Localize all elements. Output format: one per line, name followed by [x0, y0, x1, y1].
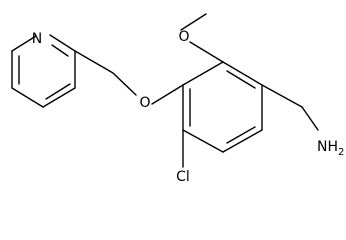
bond: [189, 41, 224, 63]
bond: [301, 106, 319, 131]
chlorine-label: Cl: [176, 169, 190, 185]
bond: [182, 61, 224, 86]
methoxy-oxygen-label: O: [178, 29, 189, 45]
bond: [151, 84, 184, 105]
bond: [11, 35, 37, 52]
bond: [112, 72, 137, 96]
amine-subscript: 2: [338, 147, 344, 158]
bond: [11, 87, 44, 108]
bond: [261, 84, 303, 108]
bond: [226, 126, 256, 144]
bond: [49, 34, 76, 52]
pyridine-ring: [11, 34, 76, 108]
bond: [180, 13, 207, 31]
bond: [182, 129, 224, 153]
pyridine-nitrogen-label: N: [32, 31, 42, 47]
ether-oxygen-label: O: [139, 95, 150, 111]
bond: [45, 83, 71, 100]
amine-main-label: NH: [317, 139, 338, 155]
bond: [222, 129, 263, 153]
bond: [51, 44, 69, 57]
structure-diagram: N O O Cl NH2: [11, 13, 344, 185]
benzene-ring: [182, 61, 263, 153]
amine-label: NH2: [317, 139, 344, 158]
bond: [42, 87, 76, 108]
bond: [226, 70, 256, 89]
bond: [74, 50, 114, 74]
bond: [222, 61, 263, 86]
